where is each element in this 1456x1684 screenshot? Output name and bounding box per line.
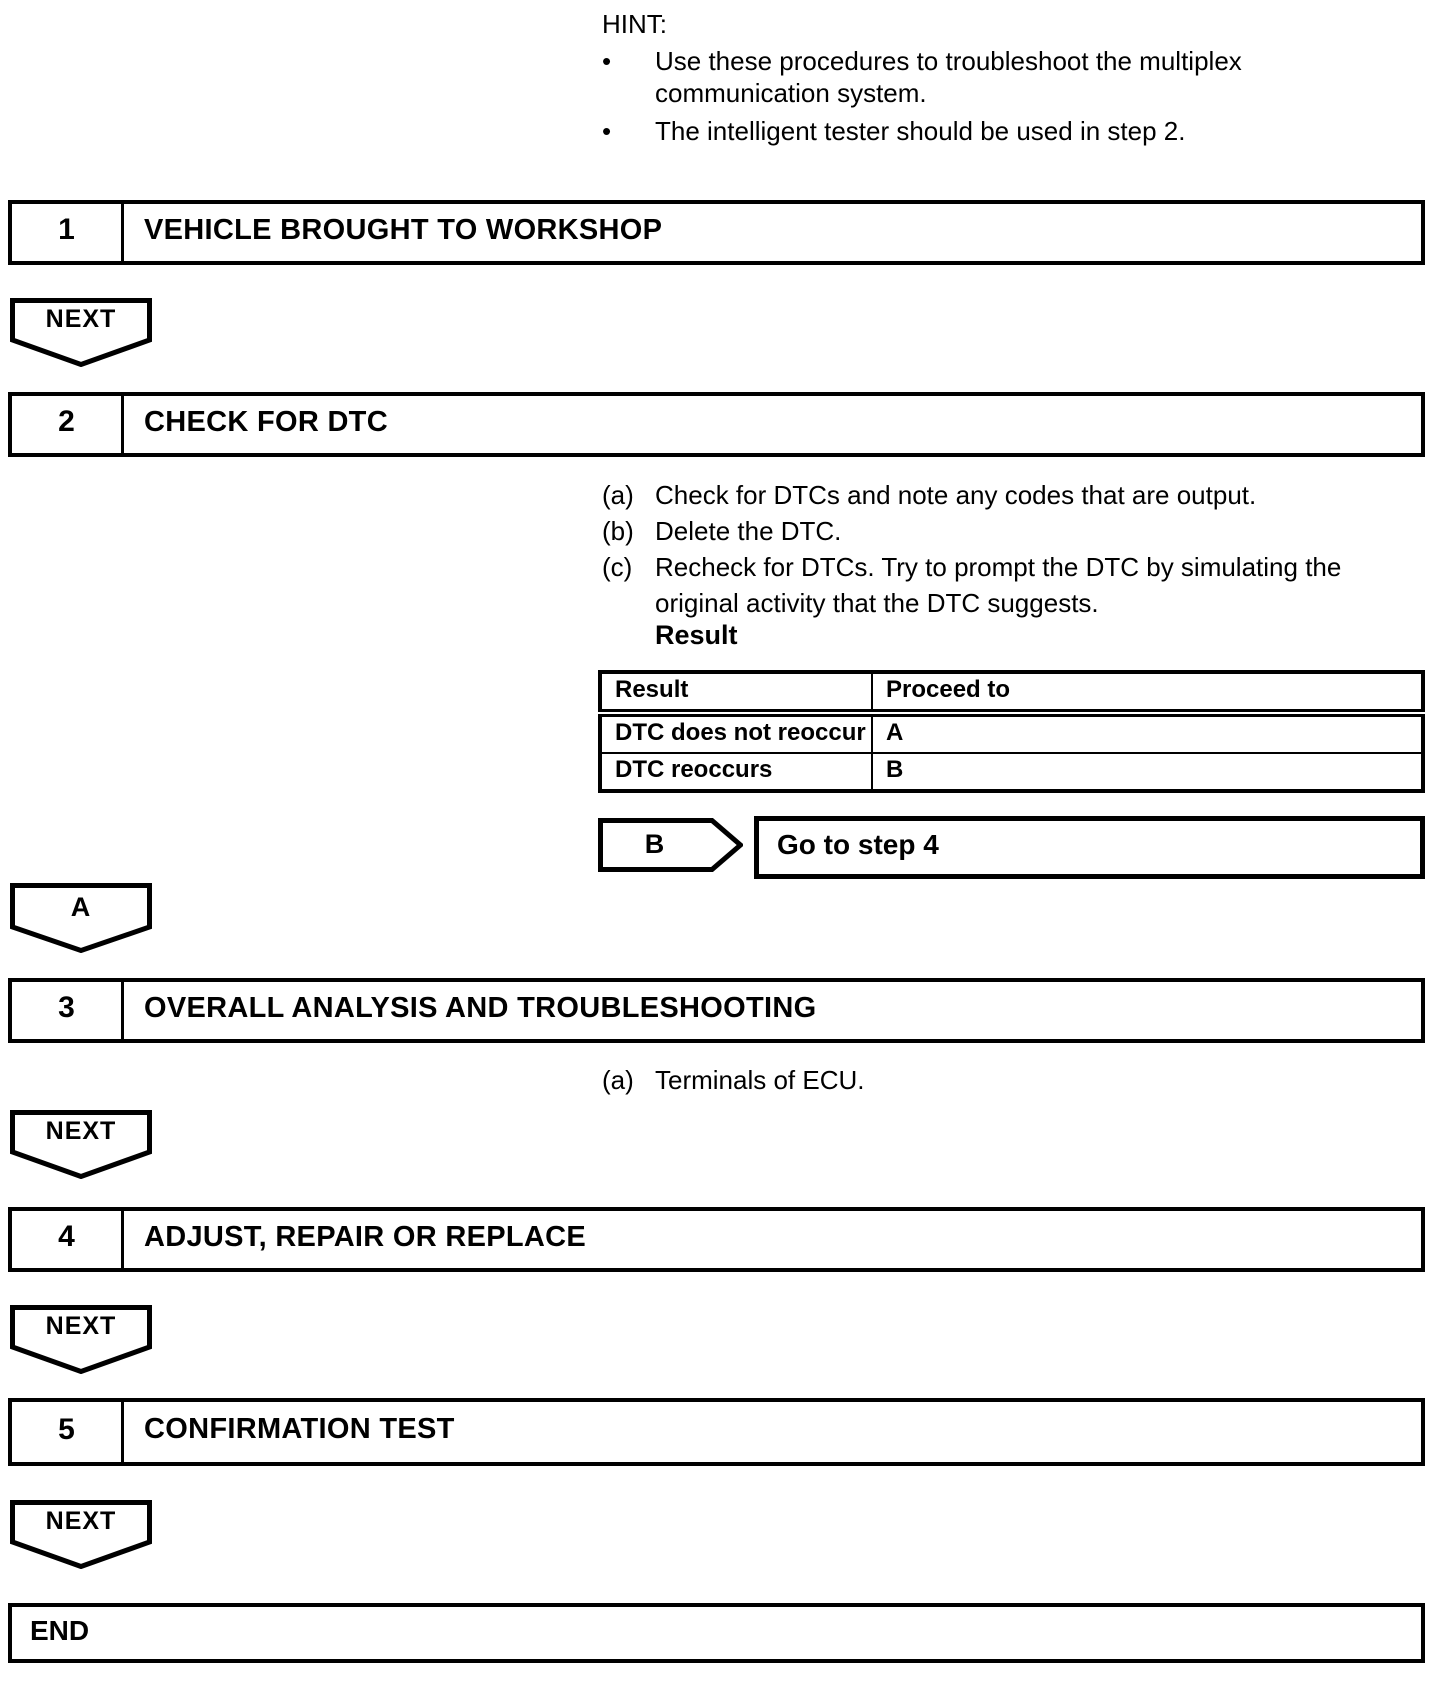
down-arrow-icon: [10, 1110, 152, 1179]
branch-b-connector: B: [598, 818, 743, 872]
result-table: Result Proceed to DTC does not reoccur A…: [598, 670, 1425, 793]
goto-step4-box: Go to step 4: [754, 816, 1425, 879]
instruction-item: (b) Delete the DTC.: [602, 513, 1345, 549]
step-box-2: 2 CHECK FOR DTC: [8, 392, 1425, 457]
instruction-text: Check for DTCs and note any codes that a…: [655, 480, 1257, 510]
step3-note: (a) Terminals of ECU.: [602, 1064, 1345, 1096]
branch-a-connector: A: [10, 883, 152, 953]
hint-heading: HINT:: [602, 9, 667, 39]
step-number: 3: [12, 982, 124, 1039]
down-arrow-icon: [10, 883, 152, 953]
instruction-marker: (a): [602, 1065, 634, 1095]
instruction-text: Terminals of ECU.: [655, 1065, 865, 1095]
down-arrow-icon: [10, 1500, 152, 1569]
next-connector-3: NEXT: [10, 1305, 152, 1374]
column-header-proceed-to: Proceed to: [871, 671, 1424, 717]
step-title: OVERALL ANALYSIS AND TROUBLESHOOTING: [144, 991, 817, 1024]
instruction-item: (a) Terminals of ECU.: [602, 1064, 1345, 1096]
step-box-3: 3 OVERALL ANALYSIS AND TROUBLESHOOTING: [8, 978, 1425, 1043]
table-header-row: Result Proceed to: [599, 671, 1424, 717]
branch-b-label: B: [644, 829, 666, 859]
hint-bullet-text: Use these procedures to troubleshoot the…: [655, 46, 1242, 108]
result-heading: Result: [655, 620, 738, 650]
next-connector-1: NEXT: [10, 298, 152, 367]
step-title: ADJUST, REPAIR OR REPLACE: [144, 1220, 587, 1253]
instruction-text: Recheck for DTCs. Try to prompt the DTC …: [655, 552, 1342, 618]
next-connector-label: NEXT: [45, 305, 117, 333]
instruction-item: (c) Recheck for DTCs. Try to prompt the …: [602, 549, 1345, 621]
step2-instruction-list: (a) Check for DTCs and note any codes th…: [602, 477, 1345, 621]
table-row: DTC reoccurs B: [599, 752, 1424, 792]
result-cell: DTC does not reoccur: [599, 712, 873, 754]
end-box: END: [8, 1603, 1425, 1663]
instruction-text: Delete the DTC.: [655, 516, 842, 546]
step-title: CHECK FOR DTC: [144, 405, 388, 438]
instruction-marker: (a): [602, 480, 634, 510]
next-connector-2: NEXT: [10, 1110, 152, 1179]
table-row: DTC does not reoccur A: [599, 712, 1424, 754]
step-box-4: 4 ADJUST, REPAIR OR REPLACE: [8, 1207, 1425, 1272]
branch-a-label: A: [70, 892, 92, 922]
next-connector-label: NEXT: [45, 1507, 117, 1535]
step-title: CONFIRMATION TEST: [144, 1413, 455, 1445]
down-arrow-icon: [10, 298, 152, 367]
column-header-result: Result: [599, 671, 873, 717]
hint-bullet-list: • Use these procedures to troubleshoot t…: [602, 45, 1282, 147]
proceed-cell: B: [871, 752, 1424, 792]
step-title: VEHICLE BROUGHT TO WORKSHOP: [144, 213, 663, 246]
next-connector-label: NEXT: [45, 1312, 117, 1340]
hint-bullet-item: • The intelligent tester should be used …: [602, 115, 1282, 147]
step-number: 4: [12, 1211, 124, 1268]
step-number: 5: [12, 1402, 124, 1462]
hint-bullet-item: • Use these procedures to troubleshoot t…: [602, 45, 1282, 109]
step-number: 1: [12, 204, 124, 261]
instruction-item: (a) Check for DTCs and note any codes th…: [602, 477, 1345, 513]
next-connector-4: NEXT: [10, 1500, 152, 1569]
instruction-marker: (c): [602, 552, 633, 582]
hint-bullet-text: The intelligent tester should be used in…: [655, 116, 1186, 146]
bullet-icon: •: [602, 46, 612, 76]
result-cell: DTC reoccurs: [599, 752, 873, 792]
step-box-5: 5 CONFIRMATION TEST: [8, 1398, 1425, 1466]
bullet-icon: •: [602, 116, 612, 146]
proceed-cell: A: [871, 712, 1424, 754]
next-connector-label: NEXT: [45, 1117, 117, 1145]
instruction-marker: (b): [602, 516, 634, 546]
down-arrow-icon: [10, 1305, 152, 1374]
right-arrow-icon: [598, 818, 743, 872]
step-number: 2: [12, 396, 124, 453]
step-box-1: 1 VEHICLE BROUGHT TO WORKSHOP: [8, 200, 1425, 265]
